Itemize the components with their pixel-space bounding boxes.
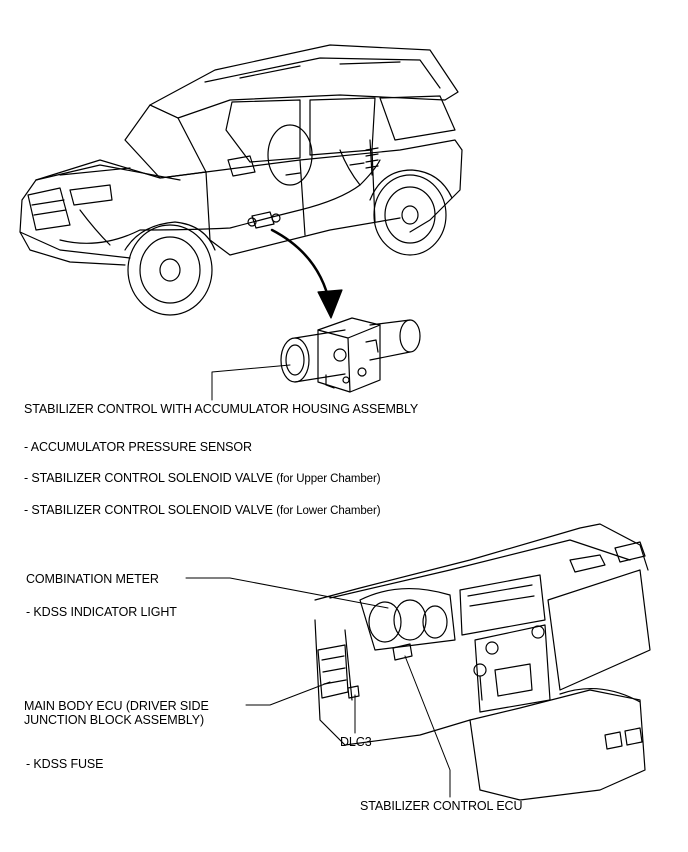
dashboard-illustration (314, 523, 651, 801)
vehicle-illustration (19, 44, 463, 316)
leader-main-ecu (245, 681, 331, 706)
main-ecu-label-line1: MAIN BODY ECU (DRIVER SIDE (24, 699, 209, 713)
valve-upper-text: - STABILIZER CONTROL SOLENOID VALVE (24, 471, 273, 485)
leader-meter (185, 577, 389, 609)
leader-control-ecu (404, 655, 451, 798)
meter-label: COMBINATION METER (26, 572, 159, 586)
valve-upper-label: - STABILIZER CONTROL SOLENOID VALVE (for… (24, 471, 381, 486)
main-ecu-label-line2: JUNCTION BLOCK ASSEMBLY) (24, 713, 205, 727)
indicator-label: - KDSS INDICATOR LIGHT (26, 605, 177, 619)
valve-lower-label: - STABILIZER CONTROL SOLENOID VALVE (for… (24, 503, 381, 518)
fuse-label: - KDSS FUSE (26, 757, 104, 771)
valve-lower-text: - STABILIZER CONTROL SOLENOID VALVE (24, 503, 273, 517)
accumulator-assembly-illustration (280, 317, 421, 393)
valve-upper-note: (for Upper Chamber) (276, 473, 381, 485)
assembly-label: STABILIZER CONTROL WITH ACCUMULATOR HOUS… (24, 402, 419, 416)
valve-lower-note: (for Lower Chamber) (276, 505, 381, 517)
sensor-label: - ACCUMULATOR PRESSURE SENSOR (24, 440, 252, 454)
dlc3-label: DLC3 (340, 735, 372, 749)
control-ecu-label: STABILIZER CONTROL ECU (360, 799, 523, 813)
callout-arrow-head (317, 289, 343, 319)
leader-assembly (211, 364, 291, 401)
